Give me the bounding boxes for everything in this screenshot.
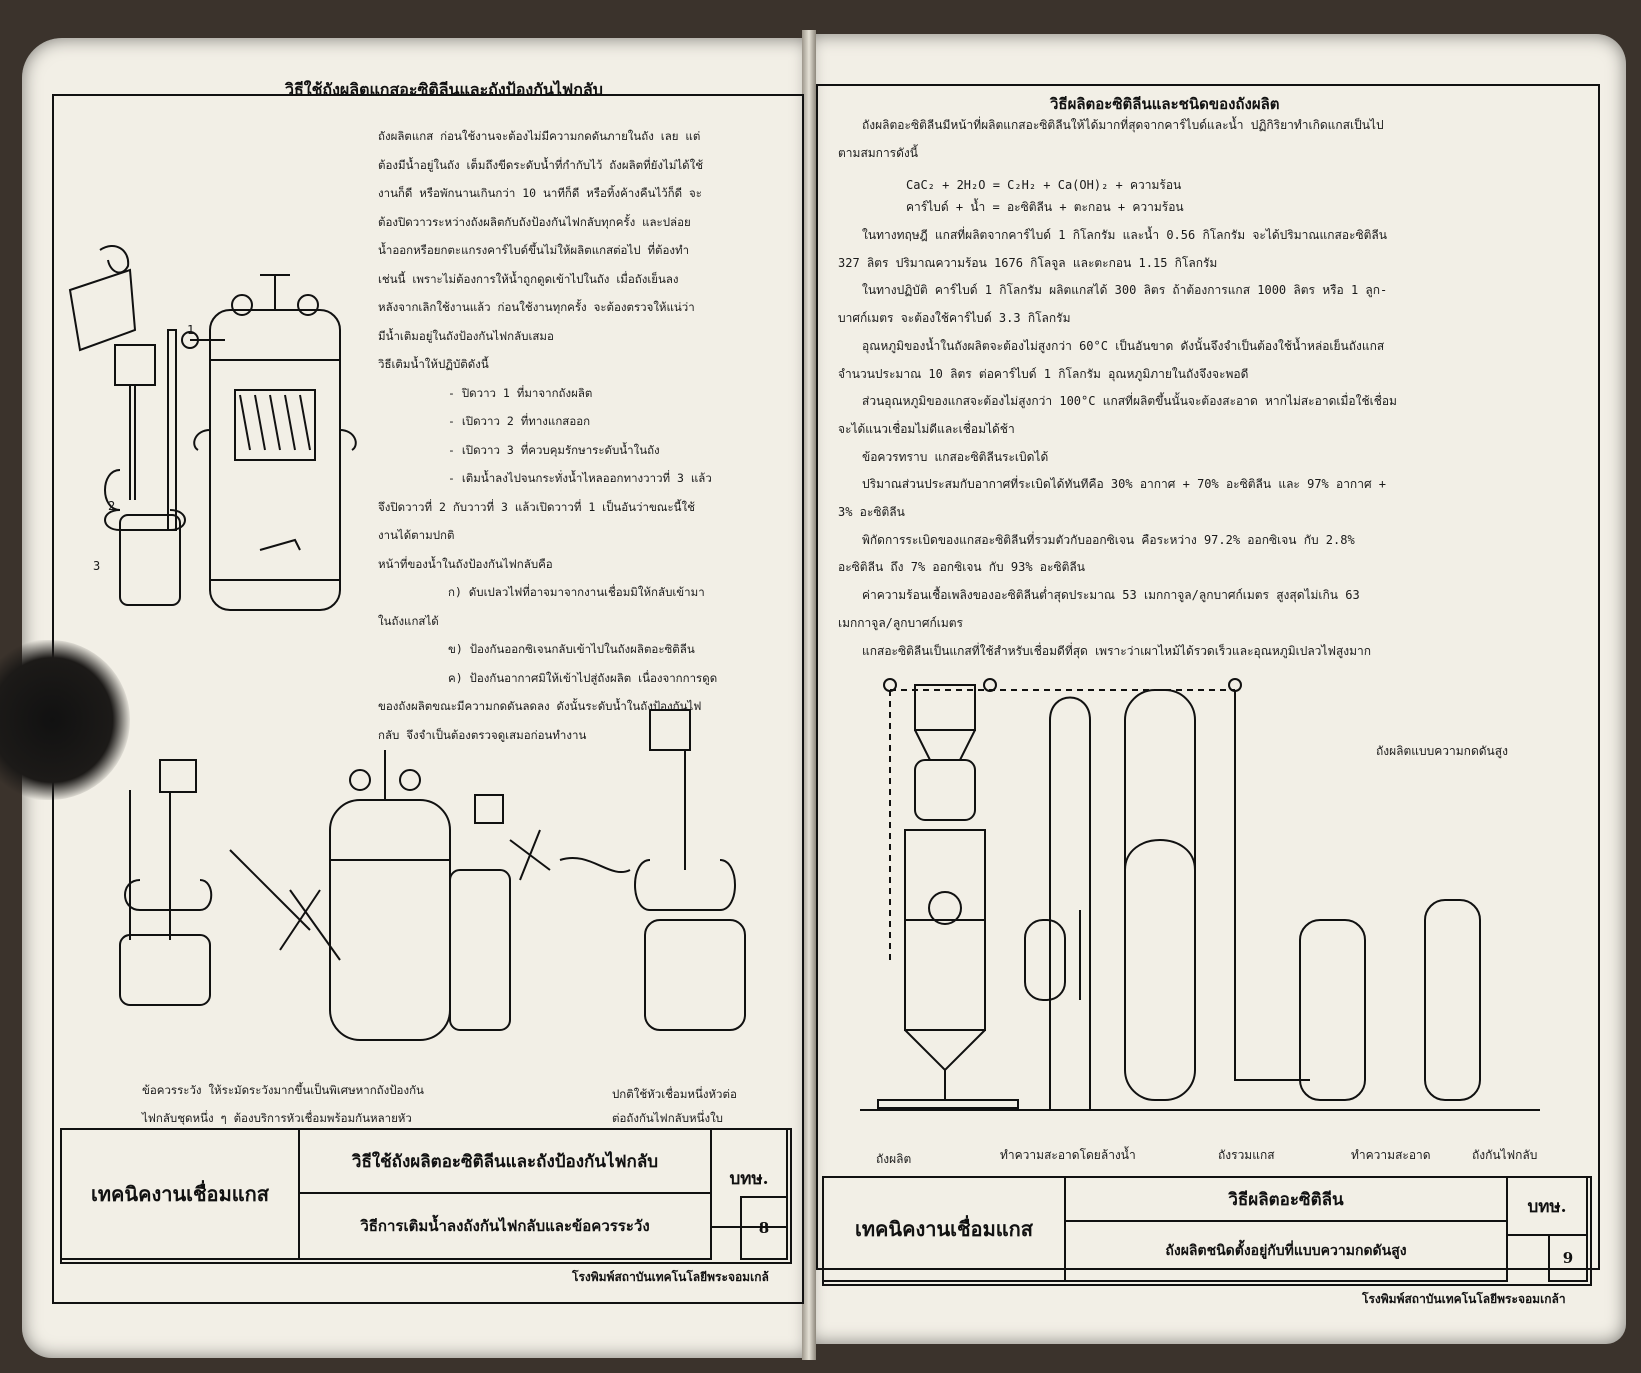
right-page — [808, 34, 1626, 1344]
right-page-number: 9 — [1548, 1234, 1588, 1282]
duty-item: ค) ป้องกันอากาศมิให้เข้าไปสู่ถังผลิต เนื… — [448, 670, 718, 685]
right-body-text: ถังผลิตอะซิติลีนมีหน้าที่ผลิตแกสอะซิติลี… — [838, 112, 1578, 167]
usage-caption: ปกติใช้หัวเชื่อมหนึ่งหัวต่อ ต่อถังกันไฟก… — [612, 1082, 737, 1130]
text-line: มีน้ำเติมอยู่ในถังป้องกันไฟกลับเสมอ — [378, 328, 554, 343]
text-line: ของถังผลิตขณะมีความกดดันลดลง ดังนั้นระดั… — [378, 699, 702, 713]
text-line: แกสอะซิติลีนเป็นแกสที่ใช้สำหรับเชื่อมดีท… — [862, 643, 1372, 658]
fill-step: - ปิดวาว 1 ที่มาจากถังผลิต — [448, 385, 593, 400]
left-subtitle: วิธีการเติมน้ำลงถังกันไฟกลับและข้อควรระว… — [298, 1192, 712, 1260]
duty-title: หน้าที่ของน้ำในถังป้องกันไฟกลับคือ — [378, 556, 553, 571]
left-page-number: 8 — [740, 1196, 788, 1260]
arrestor-illustration — [119, 709, 746, 1041]
text-line: ต้องมีน้ำอยู่ในถัง เต็มถึงขีดระดับน้ำที่… — [378, 157, 704, 172]
text-line: ถังผลิตอะซิติลีนมีหน้าที่ผลิตแกสอะซิติลี… — [862, 118, 1384, 132]
fill-step: - เปิดวาว 2 ที่ทางแกสออก — [448, 414, 591, 428]
fill-step: - เติมน้ำลงไปจนกระทั่งน้ำไหลออกทางวาวที่… — [448, 471, 712, 485]
text-line: ข้อควรทราบ แกสอะซิติลีนระเบิดได้ — [862, 449, 1049, 464]
text-line: จึงปิดวาวที่ 2 กับวาวที่ 3 แล้วเปิดวาวที… — [378, 499, 695, 514]
text-line: พิกัดการระเบิดของแกสอะซิติลีนที่รวมตัวกั… — [862, 532, 1355, 547]
text-line: อุณหภูมิของน้ำในถังผลิตจะต้องไม่สูงกว่า … — [862, 338, 1385, 353]
text-line: 3% อะซิติลีน — [838, 505, 905, 520]
right-printer-credit: โรงพิมพ์สถาบันเทคโนโลยีพระจอมเกล้า — [1362, 1292, 1566, 1306]
text-line: จะได้แนวเชื่อมไม่ดีและเชื่อมได้ช้า — [838, 421, 1015, 436]
text-line: ในทางทฤษฎี แกสที่ผลิตจากคาร์ไบด์ 1 กิโลก… — [862, 228, 1387, 242]
label-high-pressure-generator: ถังผลิตแบบความกดดันสูง — [1376, 744, 1508, 758]
left-code: บทษ. — [710, 1128, 788, 1228]
left-course-name: เทคนิคงานเชื่อมแกส — [60, 1128, 300, 1260]
text-line: 327 ลิตร ปริมาณความร้อน 1676 กิโลจูล และ… — [838, 255, 1218, 270]
right-title: วิธีผลิตอะซิติลีน — [1064, 1176, 1508, 1222]
text-line: ตามสมการดังนี้ — [838, 145, 918, 160]
label-generator: ถังผลิต — [876, 1152, 912, 1166]
book-spine — [802, 30, 816, 1360]
generator-illustration — [68, 245, 357, 611]
valve-label-2: 2 — [108, 499, 116, 513]
text-line: กลับ จึงจำเป็นต้องตรวจดูเสมอก่อนทำงาน — [378, 727, 587, 742]
text-line: ปริมาณส่วนประสมกับอากาศที่ระเบิดได้ทันที… — [862, 477, 1387, 492]
left-page-heading: วิธีใช้ถังผลิตแกสอะซิติลีนและถังป้องกันไ… — [285, 80, 603, 99]
left-page — [22, 38, 810, 1358]
text-line: งานได้ตามปกติ — [378, 528, 455, 542]
text-line: ถังผลิตแกส ก่อนใช้งานจะต้องไม่มีความกดดั… — [378, 129, 701, 143]
label-flashback-arrestor: ถังกันไฟกลับ — [1472, 1148, 1538, 1162]
reaction-equations: CaC₂ + 2H₂O = C₂H₂ + Ca(OH)₂ + ความร้อน … — [906, 174, 1184, 218]
text-line: ข้อควรระวัง ให้ระมัดระวังมากขึ้นเป็นพิเศ… — [142, 1083, 424, 1097]
text-line: ปกติใช้หัวเชื่อมหนึ่งหัวต่อ — [612, 1087, 737, 1101]
text-line: หลังจากเลิกใช้งานแล้ว ก่อนใช้งานทุกครั้ง… — [378, 300, 695, 314]
text-line: งานก็ดี หรือพักนานเกินกว่า 10 นาทีก็ดี ห… — [378, 186, 702, 200]
chemical-equation: CaC₂ + 2H₂O = C₂H₂ + Ca(OH)₂ + ความร้อน — [906, 178, 1182, 192]
text-line: ค่าความร้อนเชื้อเพลิงของอะซิติลีนต่ำสุดป… — [862, 588, 1360, 603]
text-line: ไฟกลับชุดหนึ่ง ๆ ต้องบริการหัวเชื่อมพร้อ… — [142, 1111, 412, 1125]
text-line: บาศก์เมตร จะต้องใช้คาร์ไบด์ 3.3 กิโลกรัม — [838, 311, 1071, 326]
duty-item: ข) ป้องกันออกซิเจนกลับเข้าไปในถังผลิตอะซ… — [448, 642, 695, 656]
text-line: ในถังแกสได้ — [378, 613, 439, 628]
acetylene-plant-diagram — [860, 678, 1540, 1111]
label-purifier: ทำความสะอาด — [1351, 1148, 1431, 1162]
right-course-name: เทคนิคงานเชื่อมแกส — [822, 1176, 1066, 1282]
text-line: จำนวนประมาณ 10 ลิตร ต่อคาร์ไบด์ 1 กิโลกร… — [838, 366, 1249, 381]
fill-step: - เปิดวาว 3 ที่ควบคุมรักษาระดับน้ำในถัง — [448, 442, 660, 457]
right-page-heading: วิธีผลิตอะซิติลีนและชนิดของถังผลิต — [1050, 95, 1280, 113]
fill-procedure-title: วิธีเติมน้ำให้ปฏิบัติดังนี้ — [378, 357, 489, 371]
right-code: บทษ. — [1506, 1176, 1588, 1236]
left-title: วิธีใช้ถังผลิตอะซิติลีนและถังป้องกันไฟกล… — [298, 1128, 712, 1194]
right-body-text-main: ในทางทฤษฎี แกสที่ผลิตจากคาร์ไบด์ 1 กิโลก… — [838, 222, 1578, 665]
left-intro-paragraph: ถังผลิตแกส ก่อนใช้งานจะต้องไม่มีความกดดั… — [378, 122, 796, 749]
duty-item: ก) ดับเปลวไฟที่อาจมาจากงานเชื่อมมิให้กลั… — [448, 585, 705, 599]
thumb-shadow — [0, 640, 130, 800]
caution-note: ข้อควรระวัง ให้ระมัดระวังมากขึ้นเป็นพิเศ… — [142, 1076, 424, 1132]
valve-label-3: 3 — [93, 559, 101, 573]
text-line: ในทางปฏิบัติ คาร์ไบด์ 1 กิโลกรัม ผลิตแกส… — [862, 283, 1388, 298]
text-line: ต่อถังกันไฟกลับหนึ่งใบ — [612, 1111, 723, 1125]
text-line: เช่นนี้ เพราะไม่ต้องการให้น้ำถูกดูดเข้าไ… — [378, 271, 679, 286]
text-line: ส่วนอุณหภูมิของแกสจะต้องไม่สูงกว่า 100°C… — [862, 394, 1397, 409]
valve-label-1: 1 — [187, 323, 195, 337]
left-printer-credit: โรงพิมพ์สถาบันเทคโนโลยีพระจอมเกล้ — [572, 1270, 769, 1284]
text-line: เมกกาจูล/ลูกบาศก์เมตร — [838, 615, 963, 630]
label-gas-collector: ถังรวมแกส — [1218, 1148, 1275, 1162]
word-equation: คาร์ไบด์ + น้ำ = อะซิติลีน + ตะกอน + ควา… — [906, 200, 1184, 214]
text-line: น้ำออกหรือยกตะแกรงคาร์ไบด์ขึ้นไม่ให้ผลิต… — [378, 243, 690, 257]
text-line: อะซิติลีน ถึง 7% ออกซิเจน กับ 93% อะซิติ… — [838, 560, 1085, 575]
label-water-washer: ทำความสะอาดโดยล้างน้ำ — [1000, 1148, 1136, 1162]
text-line: ต้องปิดวาวระหว่างถังผลิตกับถังป้องกันไฟก… — [378, 214, 691, 229]
right-page-frame — [816, 84, 1600, 1270]
right-subtitle: ถังผลิตชนิดตั้งอยู่กับที่แบบความกดดันสูง — [1064, 1220, 1508, 1282]
